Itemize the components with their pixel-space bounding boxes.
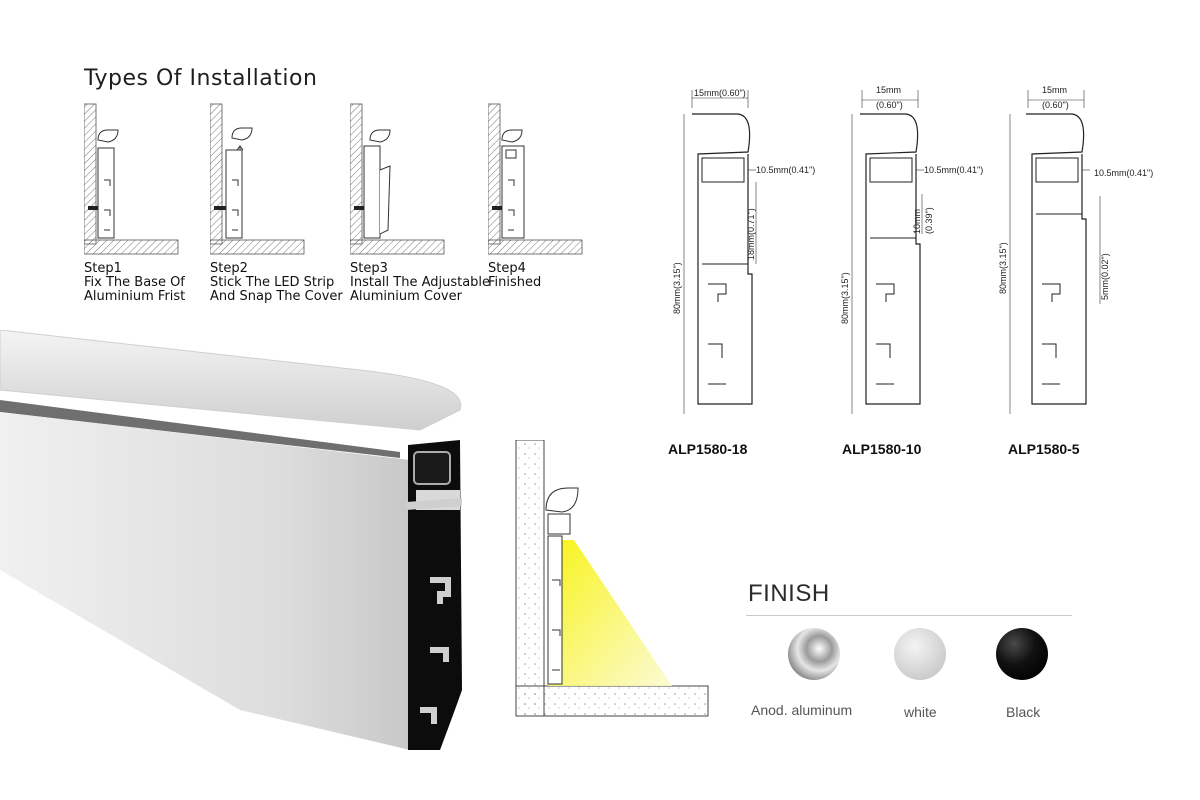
alp10-top-width-a: 15mm — [876, 85, 901, 95]
step1-caption: Step1 Fix The Base Of Aluminium Frist — [84, 261, 186, 304]
swatch-white — [894, 628, 946, 680]
alp18-slot: 10.5mm(0.41") — [756, 165, 815, 175]
step1-illustration — [84, 103, 179, 255]
alp18-top-width: 15mm(0.60") — [694, 88, 746, 98]
model-label-alp1580-18: ALP1580-18 — [668, 441, 748, 457]
step3-illustration — [350, 103, 445, 255]
step2-illustration — [210, 103, 305, 255]
model-label-alp1580-5: ALP1580-5 — [1008, 441, 1080, 457]
step4-illustration — [488, 103, 583, 255]
step4-caption: Step4 Finished — [488, 261, 542, 290]
alp5-slot: 10.5mm(0.41") — [1094, 168, 1153, 178]
model-label-alp1580-10: ALP1580-10 — [842, 441, 922, 457]
swatch-label-anodized: Anod. aluminum — [751, 702, 853, 718]
swatch-label-white: white — [904, 704, 937, 720]
installation-title: Types Of Installation — [84, 66, 318, 91]
alp18-height: 80mm(3.15") — [672, 262, 682, 314]
step3-caption: Step3 Install The Adjustable Aluminium C… — [350, 261, 491, 304]
installed-light-illustration — [515, 440, 709, 717]
profile-drawing-alp1580-18: 15mm(0.60") 80mm(3.15") 10.5mm(0.41") 18… — [672, 88, 815, 414]
alp10-gap-a: 10mm — [912, 209, 922, 234]
swatch-label-black: Black — [1006, 704, 1041, 720]
alp10-height: 80mm(3.15") — [840, 272, 850, 324]
finish-divider — [746, 615, 1072, 616]
profile-drawing-alp1580-10: 15mm (0.60") 80mm(3.15") 10.5mm(0.41") 1… — [840, 85, 983, 414]
profile-drawing-alp1580-5: 15mm (0.60") 80mm(3.15") 10.5mm(0.41") 5… — [998, 85, 1153, 414]
alp5-height: 80mm(3.15") — [998, 242, 1008, 294]
alp10-top-width-b: (0.60") — [876, 100, 903, 110]
swatch-black — [996, 628, 1048, 680]
alp5-top-width-b: (0.60") — [1042, 100, 1069, 110]
finish-title: FINISH — [748, 580, 830, 607]
alp18-gap: 18mm(0.71") — [746, 208, 756, 260]
swatch-anodized-aluminum — [788, 628, 840, 680]
alp5-gap: 5mm(0.02") — [1100, 253, 1110, 300]
alp10-slot: 10.5mm(0.41") — [924, 165, 983, 175]
alp5-top-width-a: 15mm — [1042, 85, 1067, 95]
alp10-gap-b: (0.39") — [924, 207, 934, 234]
step2-caption: Step2 Stick The LED Strip And Snap The C… — [210, 261, 343, 304]
profile-3d-render — [0, 330, 462, 750]
